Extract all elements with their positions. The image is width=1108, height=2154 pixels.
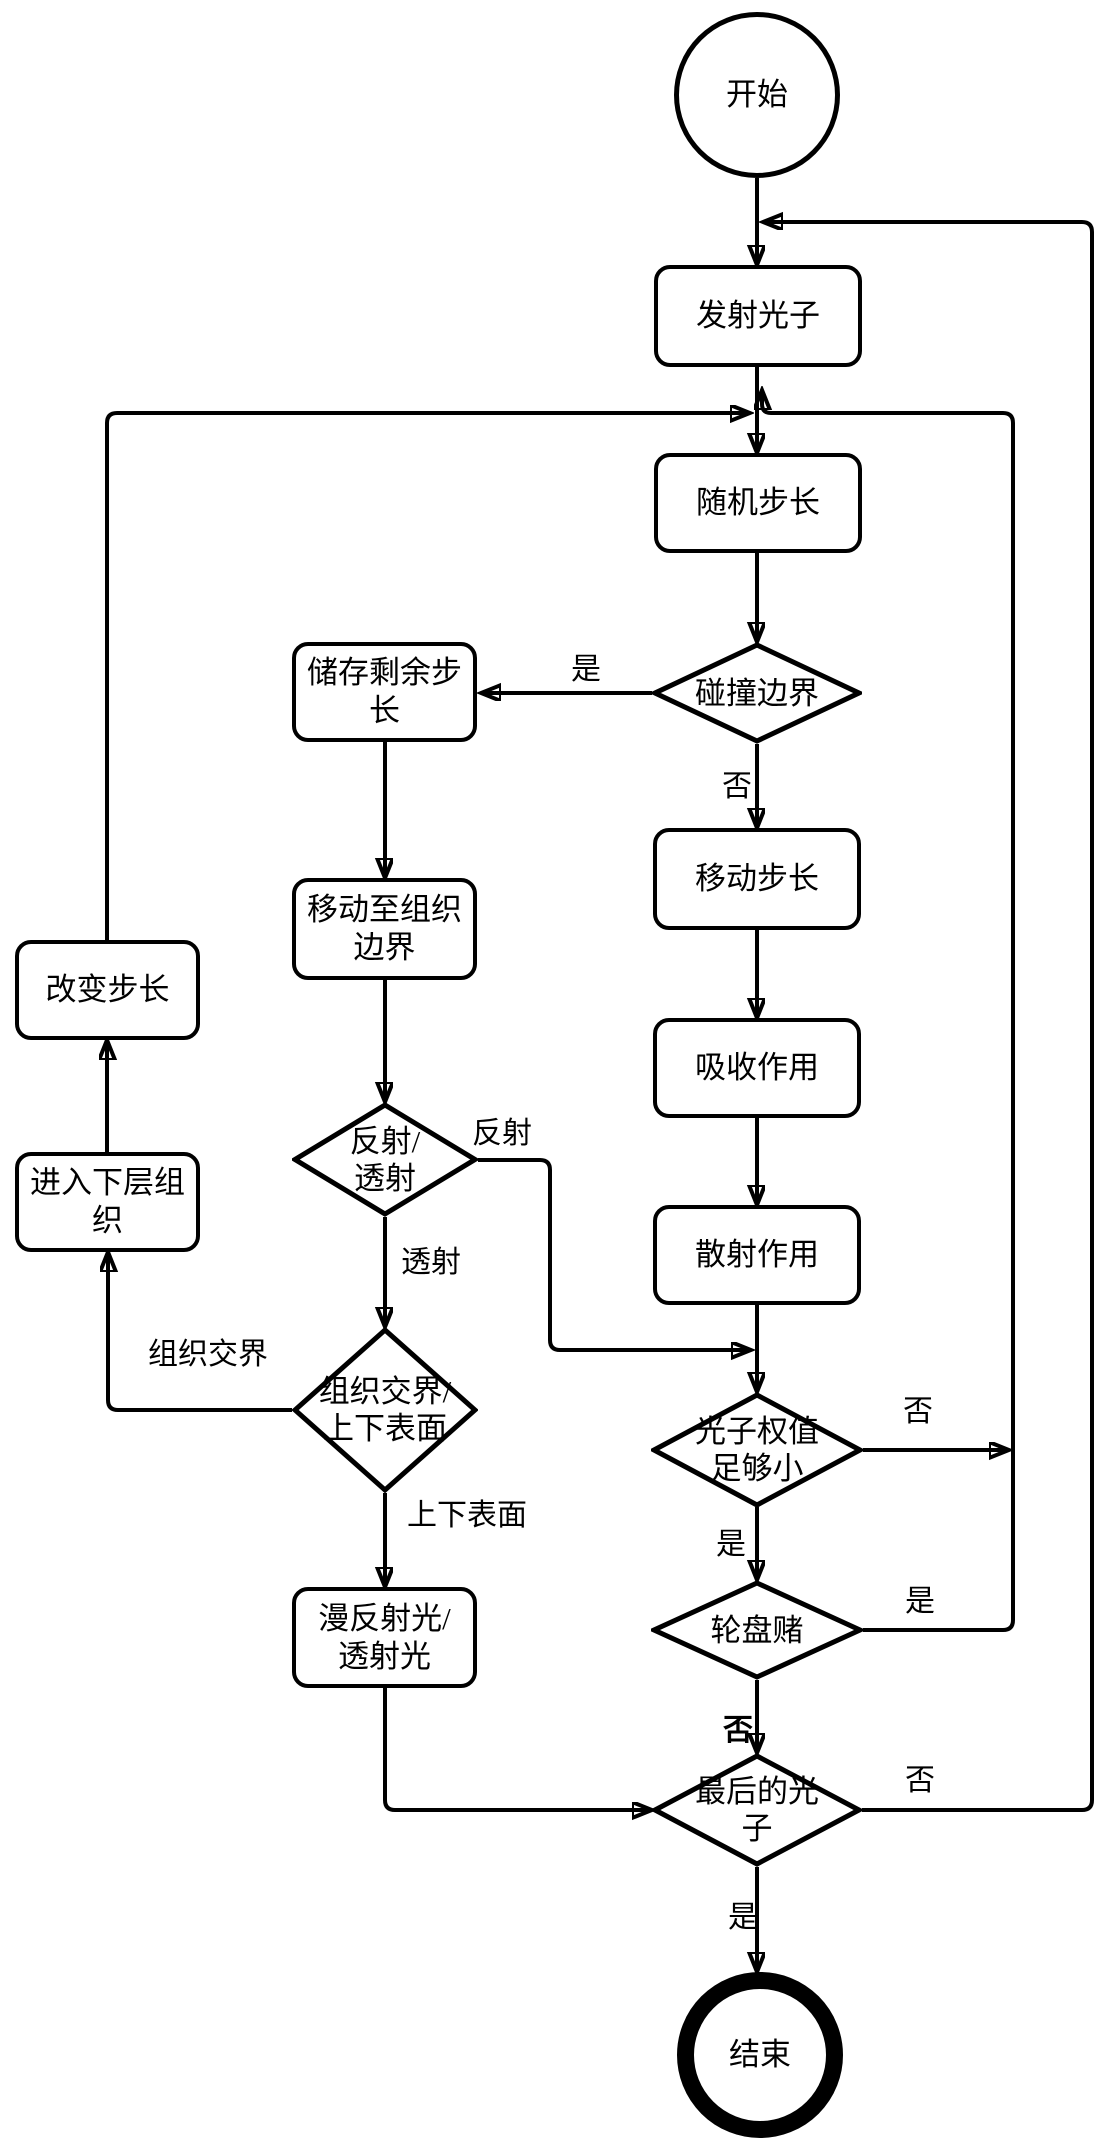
process-move-step: 移动步长	[653, 828, 861, 930]
node-label: 结束	[729, 2037, 791, 2072]
node-label: 光子权值 足够小	[695, 1414, 819, 1486]
edge-label-hit-yes: 是	[571, 653, 601, 686]
node-label: 开始	[726, 77, 788, 112]
diamond-shape	[651, 1580, 863, 1680]
edge-label-hit-no: 否	[722, 770, 752, 803]
decision-hit-boundary: 碰撞边界	[652, 642, 862, 744]
decision-roulette: 轮盘赌	[651, 1580, 863, 1680]
node-label: 移动步长	[695, 861, 819, 896]
process-change-step: 改变步长	[15, 940, 200, 1040]
diamond-shape	[652, 642, 862, 744]
node-label: 改变步长	[45, 972, 170, 1007]
process-scattering: 散射作用	[653, 1205, 861, 1305]
edge-label-reflect: 反射	[472, 1117, 532, 1150]
edge-label-weight-yes: 是	[716, 1528, 746, 1561]
edge-label-roulette-yes: 是	[905, 1585, 935, 1618]
edge-last-photon-no-loop	[763, 222, 1094, 1812]
edge-interface-branch	[108, 1252, 292, 1412]
node-label: 组织交界/ 上下表面	[318, 1374, 452, 1446]
edge-roulette-yes-loop	[762, 390, 1015, 1632]
diamond-shape	[292, 1102, 478, 1217]
node-label: 发射光子	[696, 298, 820, 333]
node-label: 移动至组织 边界	[307, 892, 462, 965]
edge-label-transmit: 透射	[401, 1246, 461, 1279]
node-label: 储存剩余步 长	[307, 655, 462, 728]
decision-reflect-or-transmit: 反射/ 透射	[292, 1102, 478, 1217]
node-label: 最后的光 子	[695, 1774, 819, 1846]
node-label: 漫反射光/ 透射光	[318, 1600, 451, 1674]
process-move-to-tissue-boundary: 移动至组织 边界	[292, 878, 477, 980]
node-label: 反射/ 透射	[349, 1123, 421, 1196]
edge-label-interface: 组织交界	[148, 1338, 268, 1371]
edge-label-weight-no: 否	[903, 1395, 933, 1428]
node-label: 吸收作用	[695, 1050, 819, 1085]
node-label: 碰撞边界	[695, 675, 819, 711]
diamond-shape	[292, 1327, 478, 1493]
edge-reflect-branch	[478, 1158, 751, 1350]
node-label: 散射作用	[695, 1237, 819, 1272]
diamond-shape	[652, 1753, 862, 1867]
process-enter-lower-tissue: 进入下层组 织	[15, 1152, 200, 1252]
edge-change-step-loop	[105, 413, 750, 940]
node-label: 轮盘赌	[710, 1612, 804, 1648]
edge-label-last-yes: 是	[728, 1901, 758, 1934]
process-emit-photon: 发射光子	[654, 265, 862, 367]
edge-label-roulette-no: 否	[723, 1714, 753, 1747]
decision-photon-weight-small: 光子权值 足够小	[651, 1392, 863, 1508]
start-terminator: 开始	[674, 12, 840, 178]
diamond-shape	[651, 1392, 863, 1508]
decision-last-photon: 最后的光 子	[652, 1753, 862, 1867]
node-label: 随机步长	[696, 485, 820, 520]
end-terminator: 结束	[677, 1972, 843, 2138]
node-label: 进入下层组 织	[30, 1165, 185, 1238]
edge-label-surface: 上下表面	[407, 1499, 527, 1532]
edge-diffuse-to-last-photon	[383, 1688, 652, 1810]
process-absorption: 吸收作用	[653, 1018, 861, 1118]
process-store-remaining-step: 储存剩余步 长	[292, 642, 477, 742]
decision-interface-or-surface: 组织交界/ 上下表面	[292, 1327, 478, 1493]
process-random-step: 随机步长	[654, 453, 862, 553]
edge-label-last-no: 否	[905, 1764, 935, 1797]
process-diffuse-or-transmitted-light: 漫反射光/ 透射光	[292, 1587, 477, 1688]
